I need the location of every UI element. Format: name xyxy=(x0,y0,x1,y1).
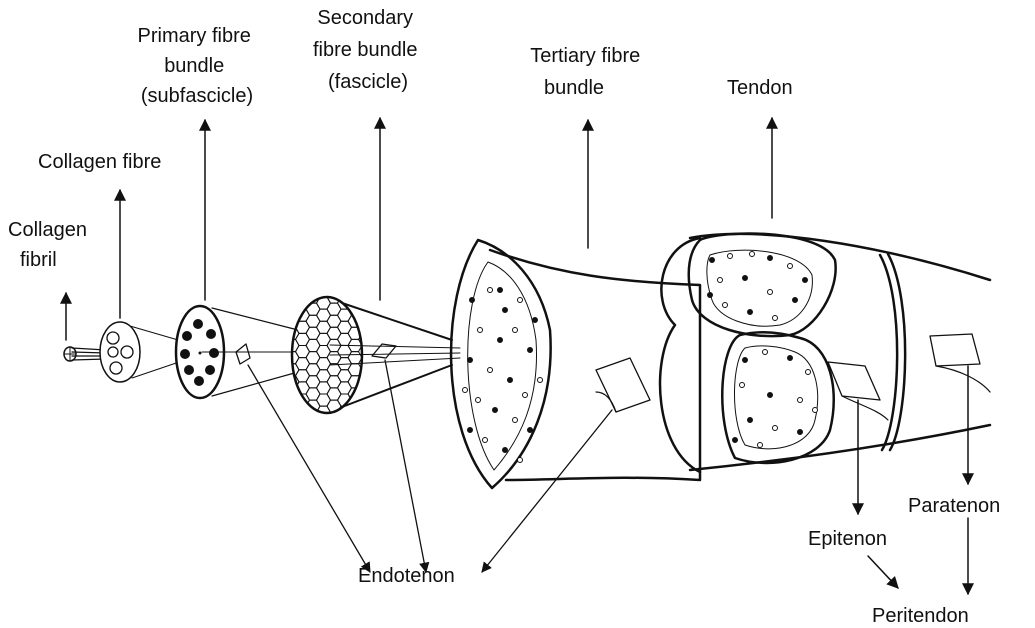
label-peritendon: Peritendon xyxy=(872,605,969,627)
collagen-fibre-shape xyxy=(100,322,185,382)
label-secondary-fibre-bundle: Secondary fibre bundle (fascicle) xyxy=(313,7,423,93)
label-primary-fibre-bundle: Primary fibre bundle (subfascicle) xyxy=(138,25,257,107)
label-collagen-fibril: Collagen fibril xyxy=(8,219,93,271)
label-tertiary-fibre-bundle: Tertiary fibre bundle xyxy=(530,45,646,99)
secondary-fibre-bundle-shape xyxy=(285,291,460,418)
tendon-shape xyxy=(660,233,990,472)
label-epitenon: Epitenon xyxy=(808,528,887,550)
label-paratenon: Paratenon xyxy=(908,495,1000,517)
arrow-epitenon-to-peritendon xyxy=(868,556,898,588)
label-tendon: Tendon xyxy=(727,77,793,99)
label-collagen-fibre: Collagen fibre xyxy=(38,151,161,173)
arrow-endotenon-2 xyxy=(385,360,426,572)
label-endotenon: Endotenon xyxy=(358,565,455,587)
primary-fibre-bundle-shape xyxy=(176,306,300,398)
arrow-endotenon-3 xyxy=(482,410,612,572)
